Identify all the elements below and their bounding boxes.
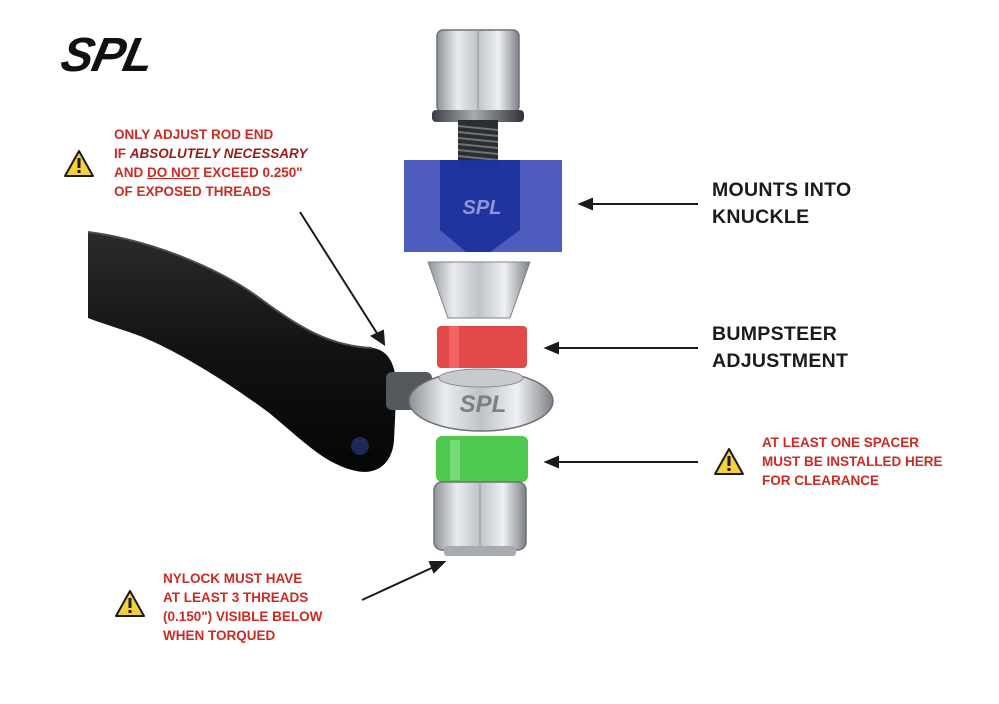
rod-end-warning-line2-prefix: IF <box>114 146 130 161</box>
rod-end-warning-line3-prefix: AND <box>114 165 147 180</box>
knuckle-callout: MOUNTS INTO KNUCKLE <box>712 177 851 231</box>
knuckle-callout-line1: MOUNTS INTO <box>712 179 852 201</box>
spacer-warning-line2: MUST BE INSTALLED HERE <box>762 454 943 469</box>
knuckle-callout-line2: KNUCKLE <box>712 206 810 228</box>
pointer-lines <box>299 197 698 601</box>
bumpsteer-spacer-zone <box>437 326 527 368</box>
spacer-warning-line1: AT LEAST ONE SPACER <box>762 435 920 450</box>
warning-triangle-icon <box>714 448 744 475</box>
spacer-warning: AT LEAST ONE SPACER MUST BE INSTALLED HE… <box>762 433 943 490</box>
rod-end-housing: SPL <box>408 368 554 432</box>
spl-logo: SPL <box>56 29 158 82</box>
bumpsteer-callout-line2: ADJUSTMENT <box>712 350 849 372</box>
clearance-spacer-zone <box>436 436 528 482</box>
rod-end-warning-line4: OF EXPOSED THREADS <box>114 184 271 199</box>
rod-end-warning-underline: DO NOT <box>147 165 200 180</box>
nylock-warning-line2: AT LEAST 3 THREADS <box>163 590 309 605</box>
arm-bolt-head <box>351 437 369 455</box>
rod-end-warning-line3: AND DO NOT EXCEED 0.250" <box>114 163 308 182</box>
warning-triangle-icon <box>64 150 94 177</box>
taper-cone <box>427 261 531 319</box>
spacer-warning-line3: FOR CLEARANCE <box>762 473 879 488</box>
rod-end-pointer <box>299 211 381 339</box>
top-nut <box>432 29 524 122</box>
bumpsteer-callout: BUMPSTEER ADJUSTMENT <box>712 321 848 375</box>
nylock-warning-line3: (0.150") VISIBLE BELOW <box>163 609 323 624</box>
rod-end-logo-stamp: SPL <box>460 391 507 418</box>
rod-end-warning-emphasis: ABSOLUTELY NECESSARY <box>129 146 308 161</box>
knuckle-mount-zone: SPL <box>404 160 562 252</box>
bumpsteer-callout-line1: BUMPSTEER <box>712 323 838 345</box>
rod-end-warning-line3-suffix: EXCEED 0.250" <box>199 165 303 180</box>
nylock-pointer <box>361 565 437 601</box>
knuckle-logo-stamp: SPL <box>463 197 502 219</box>
rod-end-warning-line2: IF ABSOLUTELY NECESSARY <box>114 144 308 163</box>
nylock-warning-line1: NYLOCK MUST HAVE <box>163 571 303 586</box>
rod-end-warning-line1: ONLY ADJUST ROD END <box>114 127 274 142</box>
nylock-warning: NYLOCK MUST HAVE AT LEAST 3 THREADS (0.1… <box>163 569 322 645</box>
control-arm <box>87 231 432 472</box>
warning-triangle-icon <box>115 590 145 617</box>
nylock-warning-line4: WHEN TORQUED <box>163 628 276 643</box>
rod-end-warning: ONLY ADJUST ROD END IF ABSOLUTELY NECESS… <box>114 125 308 201</box>
nylock-nut <box>433 481 527 556</box>
top-washer <box>432 110 524 122</box>
